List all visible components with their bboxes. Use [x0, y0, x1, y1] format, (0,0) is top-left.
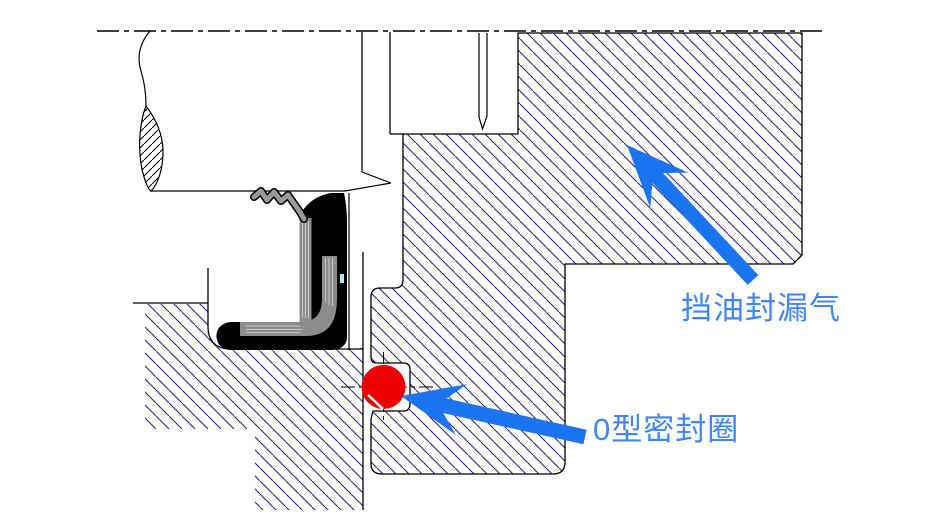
- shaft-chamfer-upper: [361, 171, 392, 184]
- seal-rubber-body: [216, 193, 347, 350]
- annotation-o-ring: 0型密封圈: [593, 412, 740, 447]
- cap-joint-slot: [478, 33, 488, 131]
- shaft-break-lens: [139, 104, 164, 192]
- o-ring: [361, 365, 406, 409]
- annotation-oil-seal-leak: 挡油封漏气: [681, 291, 841, 326]
- seal-outer-case: [240, 256, 337, 336]
- seal-garter-spring: [251, 188, 307, 222]
- hub-block: [133, 268, 363, 510]
- oil-seal: [216, 187, 350, 350]
- o-ring-highlight: [367, 394, 384, 410]
- o-ring-group: [341, 352, 433, 424]
- arrow-oil-seal-leak: [627, 145, 759, 285]
- shaft-break-curve: [138, 30, 151, 107]
- arrow-o-ring: [401, 384, 587, 445]
- seal-cyan-speck: [340, 274, 344, 283]
- housing-block: [370, 32, 803, 475]
- shaft-chamfer-lower: [344, 182, 392, 192]
- shaft: [138, 30, 392, 192]
